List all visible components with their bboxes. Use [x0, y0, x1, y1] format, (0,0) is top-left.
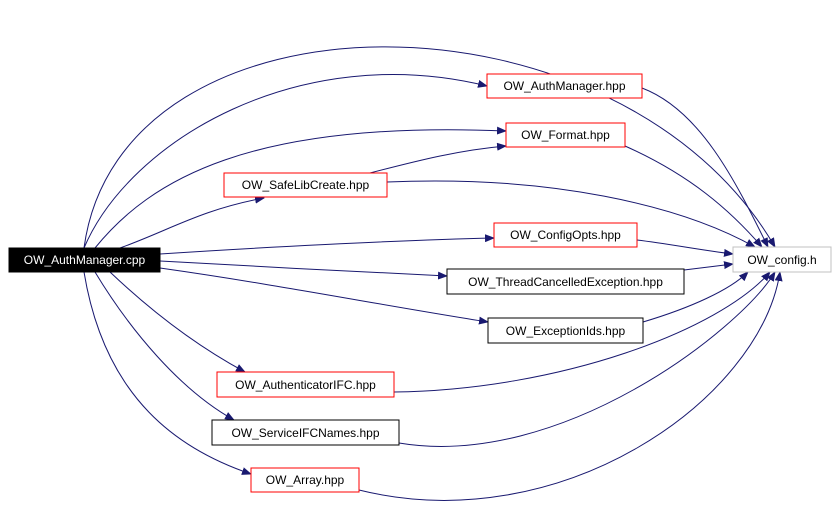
node-ow-exceptionids-hpp-label: OW_ExceptionIds.hpp	[506, 324, 626, 338]
node-ow-format-hpp[interactable]: OW_Format.hpp	[505, 122, 626, 148]
node-ow-authmanager-hpp-box	[486, 73, 643, 99]
node-ow-serviceifcnames-hpp-box	[211, 419, 400, 446]
edge-threadcancelled-hpp-to-config-h	[683, 261, 734, 271]
node-ow-exceptionids-hpp-box	[487, 317, 644, 344]
node-ow-authmanager-hpp-label: OW_AuthManager.hpp	[503, 79, 625, 93]
node-ow-configopts-hpp-label: OW_ConfigOpts.hpp	[510, 228, 621, 242]
edge-cpp-to-configopts-hpp	[159, 234, 495, 255]
edge-cpp-to-authmanager-hpp	[83, 74, 488, 249]
node-ow-authmanager-cpp[interactable]: OW_AuthManager.cpp	[8, 247, 161, 273]
node-ow-authmanager-cpp-box	[8, 247, 161, 273]
node-ow-serviceifcnames-hpp[interactable]: OW_ServiceIFCNames.hpp	[211, 419, 400, 446]
node-ow-threadcancelledexception-hpp[interactable]: OW_ThreadCancelledException.hpp	[446, 268, 685, 295]
edge-safelibcreate-hpp-to-format-hpp	[369, 142, 507, 174]
node-ow-exceptionids-hpp[interactable]: OW_ExceptionIds.hpp	[487, 317, 644, 344]
edge-configopts-hpp-to-config-h	[636, 239, 734, 257]
node-ow-authmanager-cpp-label: OW_AuthManager.cpp	[24, 253, 146, 267]
node-ow-array-hpp-box	[250, 467, 360, 493]
node-ow-authenticatorifc-hpp-box	[216, 371, 395, 398]
edge-safelibcreate-hpp-to-config-h	[386, 180, 756, 248]
node-ow-safelibcreate-hpp[interactable]: OW_SafeLibCreate.hpp	[223, 172, 388, 198]
edge-exceptionids-hpp-to-config-h	[642, 271, 749, 323]
edge-array-hpp-to-config-h	[358, 271, 783, 501]
edge-cpp-to-authenticatorifc-hpp	[109, 271, 246, 373]
node-ow-array-hpp[interactable]: OW_Array.hpp	[250, 467, 360, 493]
edge-format-hpp-to-config-h	[624, 145, 763, 248]
edge-cpp-to-config-h	[83, 46, 776, 249]
node-ow-authenticatorifc-hpp[interactable]: OW_AuthenticatorIFC.hpp	[216, 371, 395, 398]
edge-authenticatorifc-hpp-to-config-h	[393, 271, 771, 393]
node-ow-threadcancelledexception-hpp-box	[446, 268, 685, 295]
node-ow-threadcancelledexception-hpp-label: OW_ThreadCancelledException.hpp	[468, 275, 663, 289]
edge-cpp-to-safelibcreate-hpp	[119, 195, 265, 249]
node-ow-array-hpp-label: OW_Array.hpp	[266, 473, 345, 487]
node-ow-serviceifcnames-hpp-label: OW_ServiceIFCNames.hpp	[231, 426, 379, 440]
node-ow-authenticatorifc-hpp-label: OW_AuthenticatorIFC.hpp	[235, 378, 376, 392]
node-ow-format-hpp-box	[505, 122, 626, 148]
edge-serviceifcnames-hpp-to-config-h	[398, 271, 776, 447]
edges	[83, 46, 783, 501]
edge-cpp-to-format-hpp	[94, 126, 507, 249]
node-ow-config-h-box	[732, 246, 832, 273]
node-ow-config-h-label: OW_config.h	[747, 253, 816, 267]
edge-cpp-to-threadcancelled-hpp	[159, 260, 448, 280]
edge-authmanager-hpp-to-config-h	[641, 87, 769, 248]
node-ow-config-h[interactable]: OW_config.h	[732, 246, 832, 273]
node-ow-safelibcreate-hpp-box	[223, 172, 388, 198]
edge-cpp-to-exceptionids-hpp	[159, 267, 489, 325]
edge-cpp-to-serviceifcnames-hpp	[94, 271, 235, 421]
edge-cpp-to-array-hpp	[83, 271, 252, 475]
node-ow-safelibcreate-hpp-label: OW_SafeLibCreate.hpp	[242, 178, 370, 192]
node-ow-authmanager-hpp[interactable]: OW_AuthManager.hpp	[486, 73, 643, 99]
node-ow-configopts-hpp-box	[493, 222, 638, 248]
node-ow-format-hpp-label: OW_Format.hpp	[521, 128, 610, 142]
node-ow-configopts-hpp[interactable]: OW_ConfigOpts.hpp	[493, 222, 638, 248]
